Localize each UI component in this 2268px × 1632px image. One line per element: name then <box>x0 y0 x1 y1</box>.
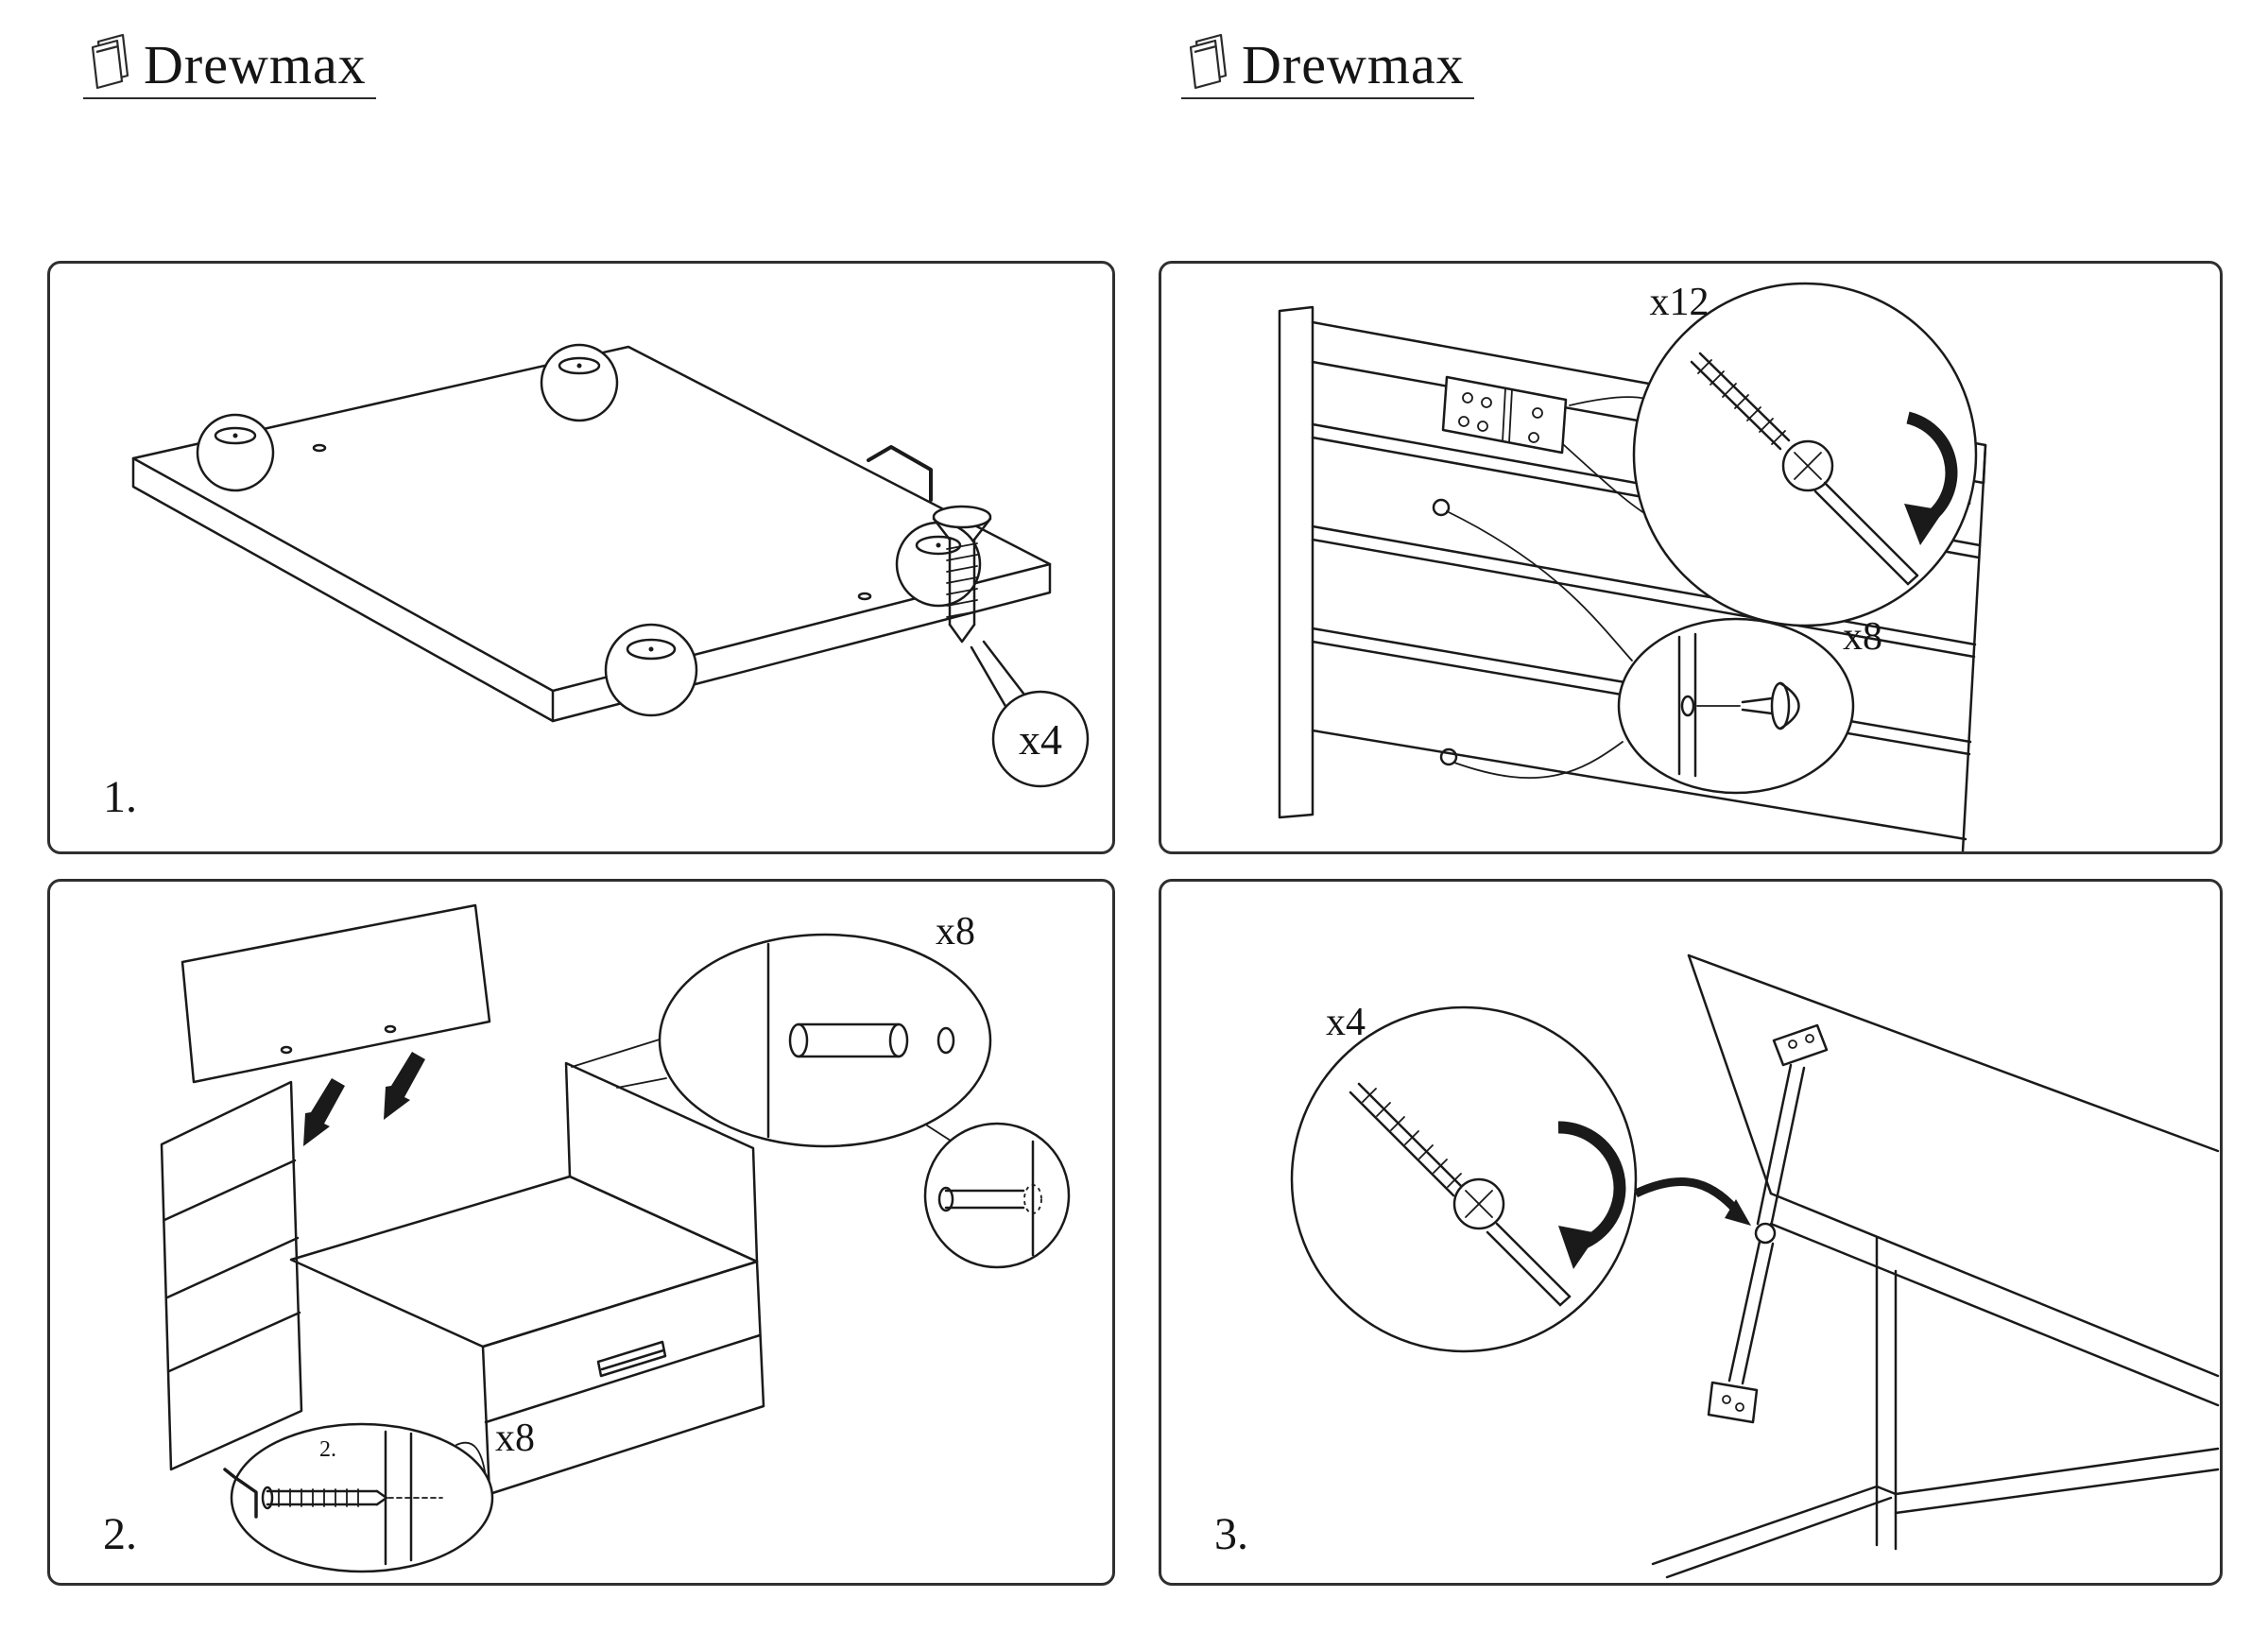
dowel-icon <box>788 1022 909 1058</box>
brand-logo-left: Drewmax <box>83 32 376 99</box>
hex-key-icon <box>223 1468 258 1519</box>
pointer-tail <box>1634 1177 1744 1217</box>
board-drawing <box>131 345 1052 723</box>
leader-line <box>616 1077 667 1089</box>
hidden-hole-outline <box>1023 1184 1042 1214</box>
step3-drawing: x4 3. <box>1214 953 2220 1579</box>
dowel-detail-circle <box>658 933 992 1148</box>
rotation-arrow-icon <box>1906 411 1958 520</box>
qty-balloon: x4 <box>970 640 1090 788</box>
brand-name: Drewmax <box>1242 33 1465 95</box>
screwdriver-icon <box>1813 481 1919 586</box>
open-lid-drawing <box>1651 953 2220 1579</box>
assembly-panel-hinges: x12 x8 <box>1159 261 2223 854</box>
cap-detail-circle <box>1617 617 1855 795</box>
pointer-arrowhead <box>1725 1199 1751 1226</box>
brand-name: Drewmax <box>144 33 367 95</box>
step-number: 1. <box>103 772 137 822</box>
screw-icon <box>261 1486 443 1510</box>
box-body-drawing <box>160 1061 765 1496</box>
inset-step-number: 2. <box>319 1437 336 1462</box>
ball-feet <box>196 343 982 717</box>
back-panel-drawing <box>180 903 491 1084</box>
screw-detail-ellipse: 2. <box>223 1422 494 1573</box>
qty-label: x8 <box>1843 615 1882 659</box>
step1-drawing: x4 1. <box>103 343 1090 822</box>
rotation-arrow-icon <box>1557 1121 1626 1248</box>
step-number: 2. <box>103 1509 137 1559</box>
assembly-panel-step3: x4 3. <box>1159 879 2223 1586</box>
screw-detail-circle <box>1290 1005 1638 1353</box>
hinge-drawing: x12 x8 <box>1278 281 1987 851</box>
leader-line <box>1563 444 1648 516</box>
leader-line <box>1446 510 1633 661</box>
screw-icon <box>867 445 992 644</box>
qty-label: x8 <box>936 910 975 953</box>
screw-threads <box>1362 1088 1462 1188</box>
screwdriver-icon <box>1486 1222 1572 1307</box>
leader-line <box>926 1125 954 1143</box>
lid-stay-arm <box>1707 1023 1829 1424</box>
dowel-hole <box>936 1026 955 1055</box>
brand-logo-right: Drewmax <box>1181 32 1474 99</box>
cap-icon <box>1741 681 1800 730</box>
insert-arrow-icon <box>384 1052 425 1120</box>
book-icon <box>91 33 129 90</box>
qty-label: x4 <box>1019 715 1062 764</box>
qty-label: x8 <box>495 1417 535 1460</box>
rotation-arrowhead <box>1904 504 1944 545</box>
screw-detail-circle <box>1632 282 1978 627</box>
book-icon <box>1189 33 1228 90</box>
leader-line <box>571 1038 663 1068</box>
rotation-arrowhead <box>1558 1226 1598 1269</box>
insert-arrow-icon <box>303 1078 345 1146</box>
step2-drawing: x8 2. <box>103 903 1071 1573</box>
qty-label: x12 <box>1650 281 1710 324</box>
assembly-panel-step2: x8 2. <box>47 879 1115 1586</box>
screw-threads <box>1697 359 1786 445</box>
assembly-panel-step1: x4 1. <box>47 261 1115 854</box>
qty-label: x4 <box>1326 1001 1366 1044</box>
dowel-insert-circle <box>923 1122 1071 1269</box>
step-number: 3. <box>1214 1509 1248 1559</box>
leader-line <box>1453 741 1624 779</box>
